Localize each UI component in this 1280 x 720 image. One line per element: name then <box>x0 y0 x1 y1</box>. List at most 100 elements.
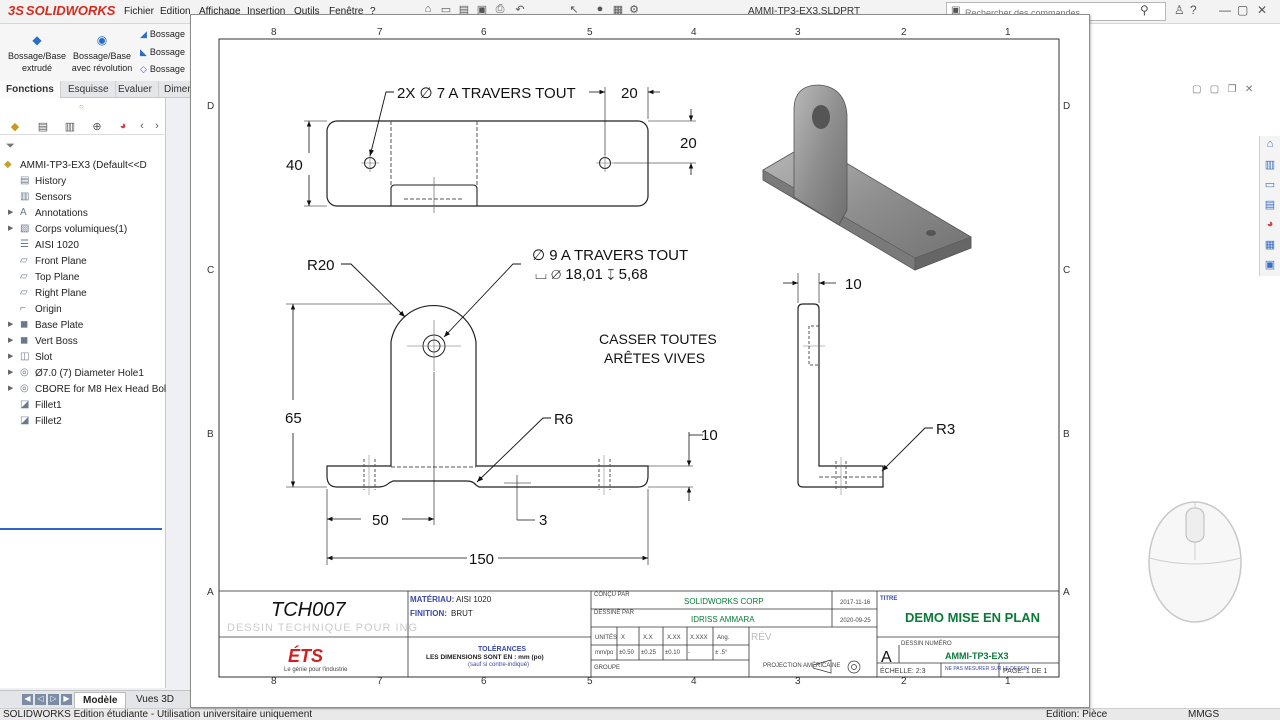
doc-minimize-icon[interactable]: ▢ <box>1192 84 1202 95</box>
expand-arrow-icon[interactable]: ▶ <box>8 369 14 376</box>
design-library-icon[interactable]: ▥ <box>1264 159 1276 171</box>
note-break-sharp-edges-1[interactable]: CASSER TOUTES <box>599 331 717 347</box>
tree-item[interactable]: ▶▧Corps volumiques(1) <box>0 222 166 238</box>
tab-vues-3d[interactable]: Vues 3D <box>136 694 174 705</box>
scroll-right-icon[interactable]: › <box>155 120 159 132</box>
search-icon[interactable]: ⚲ <box>1140 3 1149 17</box>
dim-top-20-horizontal[interactable]: 20 <box>621 85 638 102</box>
scroll-left-icon[interactable]: ‹ <box>140 120 144 132</box>
view-palette-icon[interactable]: ▤ <box>1264 199 1276 211</box>
new-document-icon[interactable]: ▭ <box>440 4 452 16</box>
extruded-boss-button[interactable]: ◆ Bossage/Base extrudé <box>7 33 67 73</box>
undo-icon[interactable]: ↶ <box>515 4 525 16</box>
isometric-view[interactable] <box>762 84 972 271</box>
tree-item[interactable]: ▱Right Plane <box>0 286 166 302</box>
file-explorer-icon[interactable]: ▭ <box>1264 179 1276 191</box>
menu-help[interactable]: ? <box>370 6 376 17</box>
tree-item[interactable]: ▶◎CBORE for M8 Hex Head Bol <box>0 382 166 398</box>
home-icon[interactable]: ⌂ <box>424 3 432 15</box>
dim-150[interactable]: 150 <box>469 551 494 568</box>
tree-item[interactable]: ▥Sensors <box>0 190 166 206</box>
forum-icon[interactable]: ▣ <box>1264 259 1276 271</box>
first-tab-arrow-icon[interactable]: ◀ <box>22 694 33 705</box>
feature-tree-tab-icon[interactable]: ◆ <box>10 121 20 133</box>
tree-item[interactable]: ▶◼Vert Boss <box>0 334 166 350</box>
expand-arrow-icon[interactable]: ▶ <box>8 353 14 360</box>
close-icon[interactable]: ✕ <box>1257 3 1268 17</box>
status-units[interactable]: MMGS <box>1188 709 1220 720</box>
dim-hole-note-2[interactable]: ⌴ ∅ 18,01 ↧ 5,68 <box>535 266 648 283</box>
swept-boss-button[interactable]: ◢Bossage <box>140 29 185 39</box>
dim-r6[interactable]: R6 <box>554 411 573 428</box>
user-icon[interactable]: ♙ <box>1174 3 1185 17</box>
side-view[interactable] <box>783 273 933 495</box>
lofted-boss-button[interactable]: ◣Bossage <box>140 47 185 57</box>
dim-65[interactable]: 65 <box>285 410 302 427</box>
doc-tile-icon[interactable]: ▢ <box>1209 84 1220 95</box>
restore-icon[interactable]: ▢ <box>1237 3 1249 17</box>
print-icon[interactable]: ⎙ <box>495 3 505 15</box>
tab-fonctions[interactable]: Fonctions <box>0 81 61 98</box>
solidworks-resources-icon[interactable]: ⌂ <box>1266 138 1274 150</box>
rollback-bar[interactable] <box>0 528 162 530</box>
menu-fenetre[interactable]: Fenêtre <box>329 6 364 17</box>
top-view[interactable] <box>304 87 696 213</box>
menu-edition[interactable]: Edition <box>160 6 191 17</box>
tree-item[interactable]: ☰AISI 1020 <box>0 238 166 254</box>
tree-item[interactable]: ▤History <box>0 174 166 190</box>
dim-r3[interactable]: R3 <box>936 421 955 438</box>
dim-3[interactable]: 3 <box>539 512 547 529</box>
dim-hole-note-1[interactable]: ∅ 9 A TRAVERS TOUT <box>532 247 688 264</box>
expand-arrow-icon[interactable]: ▶ <box>8 385 14 392</box>
tree-item[interactable]: ▱Front Plane <box>0 254 166 270</box>
doc-close-icon[interactable]: ✕ <box>1244 84 1254 95</box>
configuration-manager-tab-icon[interactable]: ▥ <box>64 121 76 133</box>
dim-2x-hole-note[interactable]: 2X ∅ 7 A TRAVERS TOUT <box>397 85 576 102</box>
dim-r20[interactable]: R20 <box>307 257 335 274</box>
menu-affichage[interactable]: Affichage <box>199 6 241 17</box>
tree-item[interactable]: ◪Fillet2 <box>0 414 166 430</box>
tree-item[interactable]: ⌐Origin <box>0 302 166 318</box>
next-tab-arrow-icon[interactable]: ▷ <box>48 694 59 705</box>
menu-insertion[interactable]: Insertion <box>247 6 286 17</box>
front-view[interactable] <box>286 263 703 565</box>
appearances-icon[interactable]: ◕ <box>1266 218 1274 230</box>
open-folder-icon[interactable]: ▤ <box>458 4 470 16</box>
expand-arrow-icon[interactable]: ▶ <box>8 209 14 216</box>
filter-icon[interactable]: ⏷ <box>6 140 15 152</box>
dim-10-thickness[interactable]: 10 <box>701 427 718 444</box>
tab-esquisse[interactable]: Esquisse <box>62 81 116 98</box>
note-break-sharp-edges-2[interactable]: ARÊTES VIVES <box>604 350 705 366</box>
doc-restore-icon[interactable]: ❐ <box>1227 84 1237 95</box>
search-mode-icon[interactable]: ▣ <box>951 5 961 16</box>
file-properties-icon[interactable]: ▦ <box>612 4 624 16</box>
help-icon[interactable]: ? <box>1190 3 1197 17</box>
menu-outils[interactable]: Outils <box>294 6 320 17</box>
tree-item[interactable]: ◪Fillet1 <box>0 398 166 414</box>
tree-item[interactable]: ▶◼Base Plate <box>0 318 166 334</box>
select-arrow-icon[interactable]: ↖ <box>569 4 579 16</box>
property-manager-tab-icon[interactable]: ▤ <box>37 121 49 133</box>
minimize-icon[interactable]: — <box>1219 3 1231 17</box>
last-tab-arrow-icon[interactable]: ▶ <box>61 694 72 705</box>
expand-arrow-icon[interactable]: ▶ <box>8 321 14 328</box>
boundary-boss-button[interactable]: ◇Bossage <box>140 64 185 74</box>
menu-fichier[interactable]: Fichier <box>124 6 155 17</box>
prev-tab-arrow-icon[interactable]: ◁ <box>35 694 46 705</box>
tree-item[interactable]: ▶◫Slot <box>0 350 166 366</box>
expand-arrow-icon[interactable]: ▶ <box>8 337 14 344</box>
expand-arrow-icon[interactable]: ▶ <box>8 225 14 232</box>
dim-top-20-vertical[interactable]: 20 <box>680 135 697 152</box>
dim-50[interactable]: 50 <box>372 512 389 529</box>
tab-modele[interactable]: Modèle <box>74 692 127 708</box>
rebuild-icon[interactable]: ● <box>596 3 604 15</box>
tree-root-part[interactable]: ◆ AMMI-TP3-EX3 (Default<<D <box>4 159 147 171</box>
display-manager-tab-icon[interactable]: ◕ <box>119 120 127 132</box>
dimxpert-tab-icon[interactable]: ⊕ <box>92 121 102 133</box>
save-icon[interactable]: ▣ <box>476 4 488 16</box>
tab-evaluer[interactable]: Evaluer <box>112 81 159 98</box>
custom-properties-icon[interactable]: ▦ <box>1264 239 1276 251</box>
